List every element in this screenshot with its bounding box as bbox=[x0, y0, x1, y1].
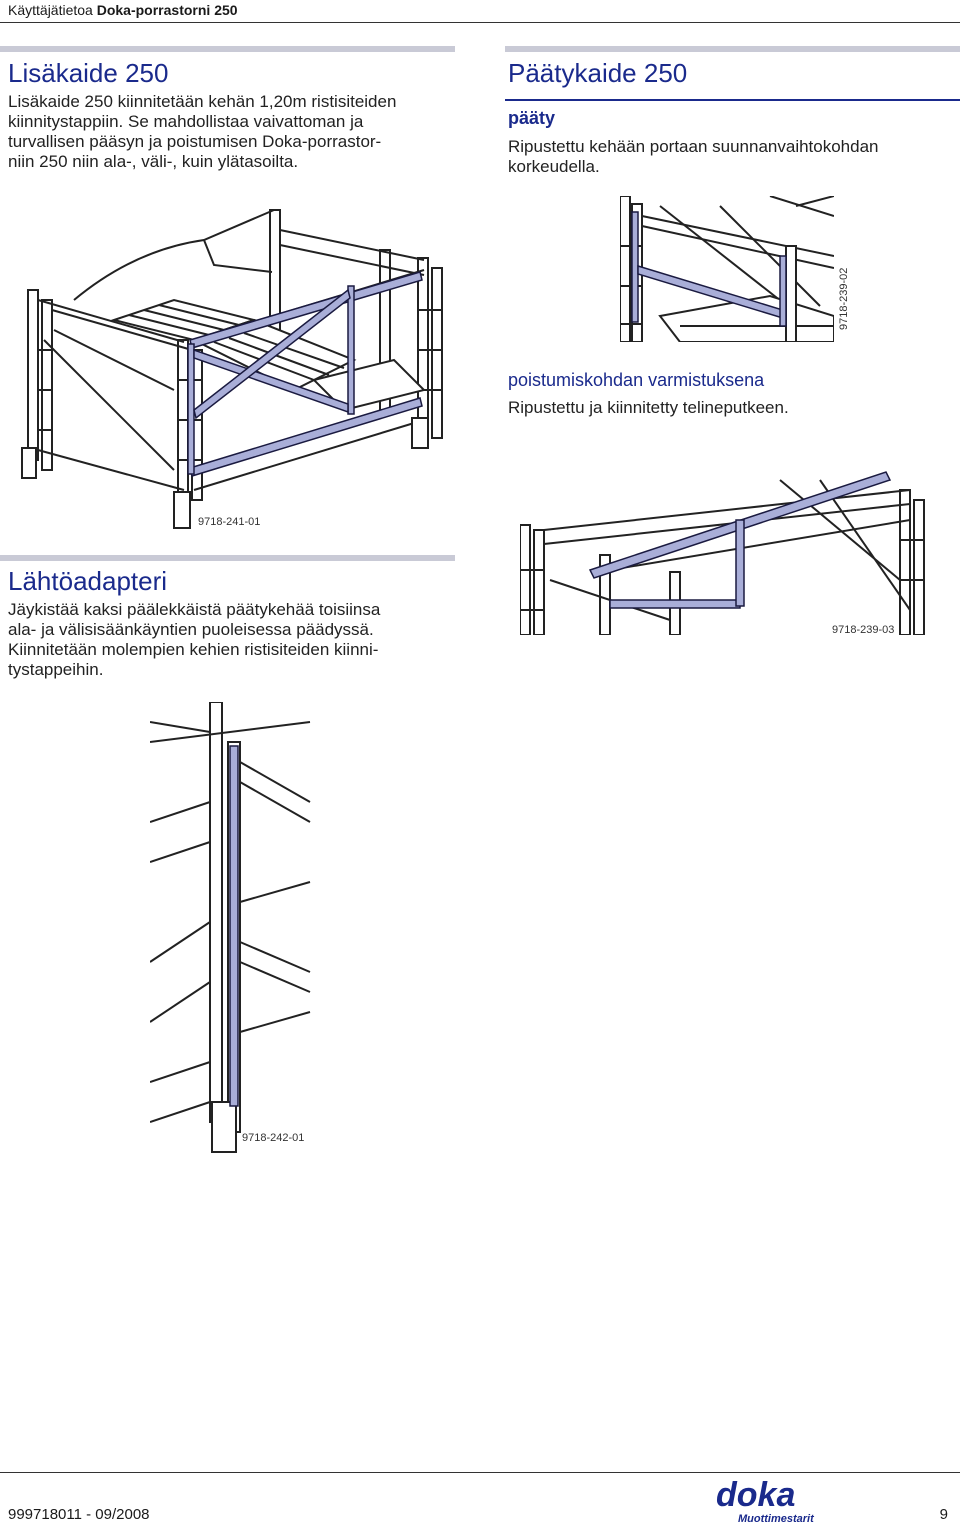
figure-code: 9718-239-02 bbox=[838, 267, 850, 330]
text-line: Jäykistää kaksi päälekkäistä päätykehää … bbox=[8, 600, 381, 619]
subtitle-text: poistumiskohdan varmistuksena bbox=[508, 370, 765, 390]
header-product: Doka-porrastorni 250 bbox=[96, 2, 238, 18]
section-bar bbox=[0, 555, 455, 561]
figure-code: 9718-242-01 bbox=[242, 1132, 305, 1144]
paatykaide-sub2: poistumiskohdan varmistuksena bbox=[508, 370, 764, 391]
figure-lisakaide bbox=[14, 190, 454, 540]
paatykaide-sub2-text: Ripustettu ja kiinnitetty telineputkeen. bbox=[508, 398, 789, 417]
lisakaide-title: Lisäkaide 250 bbox=[8, 58, 169, 88]
footer-rule bbox=[0, 1472, 960, 1473]
doka-logo: doka Muottimestarit bbox=[712, 1476, 852, 1525]
subsection-rule bbox=[505, 99, 960, 101]
doc-number: 999718011 - 09/2008 bbox=[8, 1506, 150, 1523]
figure-code: 9718-241-01 bbox=[198, 516, 261, 528]
paatykaide-sub1-text: Ripustettu kehään portaan suunnanvaihtok… bbox=[508, 137, 879, 177]
text-line: korkeudella. bbox=[508, 157, 600, 176]
logo-wordmark: doka bbox=[716, 1478, 795, 1514]
text-line: kiinnitystappiin. Se mahdollistaa vaivat… bbox=[8, 112, 364, 131]
text-line: tystappeihin. bbox=[8, 660, 104, 679]
page-header: Käyttäjätietoa Doka-porrastorni 250 bbox=[8, 0, 238, 20]
figure-lahto bbox=[150, 702, 320, 1154]
header-prefix: Käyttäjätietoa bbox=[8, 2, 93, 18]
text-line: ala- ja välisisäänkäyntien puoleisessa p… bbox=[8, 620, 374, 639]
lisakaide-text: Lisäkaide 250 kiinnitetään kehän 1,20m r… bbox=[8, 92, 396, 172]
text-line: niin 250 niin ala-, väli-, kuin ylätasoi… bbox=[8, 152, 299, 171]
text-line: Lisäkaide 250 kiinnitetään kehän 1,20m r… bbox=[8, 92, 397, 111]
logo-tagline: Muottimestarit bbox=[738, 1513, 815, 1524]
header-rule bbox=[0, 22, 960, 23]
figure-paatykaide-2 bbox=[520, 460, 940, 635]
figure-code: 9718-239-03 bbox=[832, 624, 895, 636]
paatykaide-sub1: pääty bbox=[508, 108, 556, 128]
section-bar bbox=[505, 46, 960, 52]
paatykaide-title: Päätykaide 250 bbox=[508, 58, 688, 88]
text-line: Kiinnitetään molempien kehien ristisitei… bbox=[8, 640, 379, 659]
lahto-text: Jäykistää kaksi päälekkäistä päätykehää … bbox=[8, 600, 380, 680]
text-line: turvallisen pääsyn ja poistumisen Doka-p… bbox=[8, 132, 382, 151]
lahto-title: Lähtöadapteri bbox=[8, 566, 168, 596]
figure-paatykaide-1 bbox=[620, 196, 834, 342]
text-line: Ripustettu kehään portaan suunnanvaihtok… bbox=[508, 137, 879, 156]
section-bar bbox=[0, 46, 455, 52]
page-number: 9 bbox=[939, 1506, 948, 1523]
